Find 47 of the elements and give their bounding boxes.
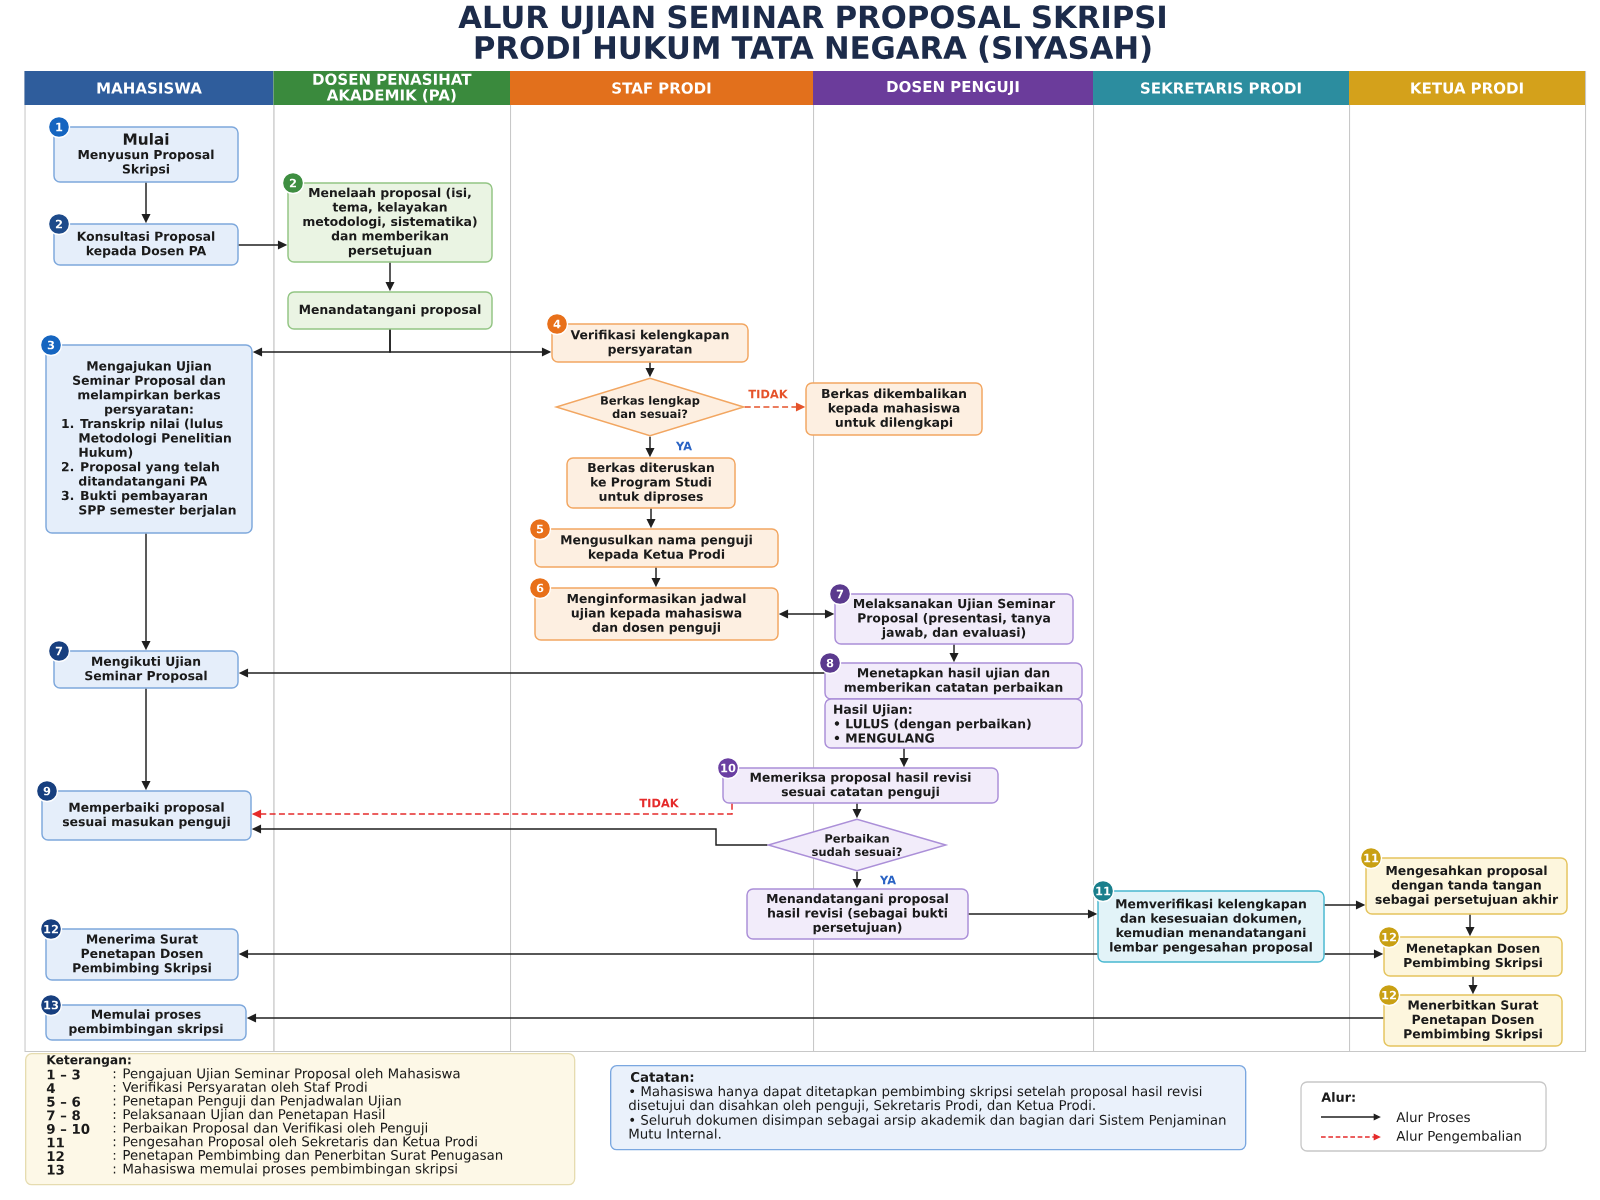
note-text: • Mahasiswa hanya dapat ditetapkan pembimbing skripsi setelah proposal hasil revisi disetujui dan disahkan oleh penguji, Sekretaris Prodi, dan Ketua Prodi. — [629, 1085, 1202, 1113]
step-range: 12 — [47, 1151, 64, 1162]
step-badge: 7 — [47, 639, 71, 663]
step-description: : Penetapan Penguji dan Penjadwalan Ujian — [113, 1095, 401, 1109]
step-range: 9 – 10 — [46, 1123, 90, 1134]
step-range: 13 — [47, 1164, 64, 1175]
step-range: 5 – 6 — [47, 1096, 81, 1107]
step-badge: 2 — [47, 212, 71, 236]
step-badge: 9 — [35, 779, 59, 803]
step-description: : Pelaksanaan Ujian dan Penetapan Hasil — [113, 1108, 385, 1122]
process-box: Menandatangani proposal hasil revisi (sebagai bukti persetujuan) — [746, 888, 969, 940]
step-badge: 3 — [39, 333, 63, 357]
step-badge: 12 — [1377, 983, 1401, 1007]
legend-heading: Alur: — [1321, 1092, 1355, 1102]
step-description: : Pengajuan Ujian Seminar Proposal oleh Mahasiswa — [113, 1068, 460, 1081]
step-badge: 4 — [545, 312, 569, 336]
step-badge: 10 — [716, 756, 740, 780]
step-badge: 7 — [828, 582, 852, 606]
step-description: : Mahasiswa memulai proses pembimbingan skripsi — [113, 1163, 457, 1177]
process-box: Berkas diteruskan ke Program Studi untuk diproses — [566, 457, 736, 509]
step-description: : Penetapan Pembimbing dan Penerbitan Surat Penugasan — [113, 1149, 503, 1163]
step-badge: 12 — [1377, 925, 1401, 949]
step-badge: 13 — [39, 993, 63, 1017]
step-badge: 11 — [1359, 846, 1383, 870]
step-badge: 1 — [47, 115, 71, 139]
step-badge: 2 — [281, 171, 305, 195]
step-description: : Pengesahan Proposal oleh Sekretaris dan Ketua Prodi — [113, 1136, 477, 1149]
step-range: 7 – 8 — [47, 1110, 80, 1121]
panel-heading: Keterangan: — [47, 1055, 131, 1067]
step-badge: 8 — [818, 651, 842, 675]
step-badge: 11 — [1091, 879, 1115, 903]
step-badge: 12 — [39, 917, 63, 941]
process-box: Berkas dikembalikan kepada mahasiswa untuk dilengkapi — [805, 382, 983, 436]
step-range: 11 — [47, 1137, 64, 1148]
step-badge: 5 — [528, 517, 552, 541]
process-box: Menandatangani proposal — [287, 291, 493, 330]
result-box: Hasil Ujian: • LULUS (dengan perbaikan) • MENGULANG — [824, 698, 1083, 749]
step-description: : Perbaikan Proposal dan Verifikasi oleh Penguji — [113, 1122, 427, 1136]
step-range: 4 — [46, 1083, 55, 1093]
note-text: • Seluruh dokumen disimpan sebagai arsip akademik dan bagian dari Sistem Penjaminan Mutu Internal. — [629, 1114, 1226, 1139]
step-range: 1 – 3 — [47, 1069, 80, 1080]
title: ALUR UJIAN SEMINAR PROPOSAL SKRIPSI PRODI HUKUM TATA NEGARA (SIYASAH) — [458, 5, 1165, 63]
panel-heading: Catatan: — [630, 1071, 694, 1083]
legend-label: Alur Pengembalian — [1396, 1130, 1521, 1144]
step-description: : Verifikasi Persyaratan oleh Staf Prodi — [113, 1081, 367, 1095]
legend-label: Alur Proses — [1396, 1111, 1470, 1123]
step-badge: 6 — [528, 576, 552, 600]
